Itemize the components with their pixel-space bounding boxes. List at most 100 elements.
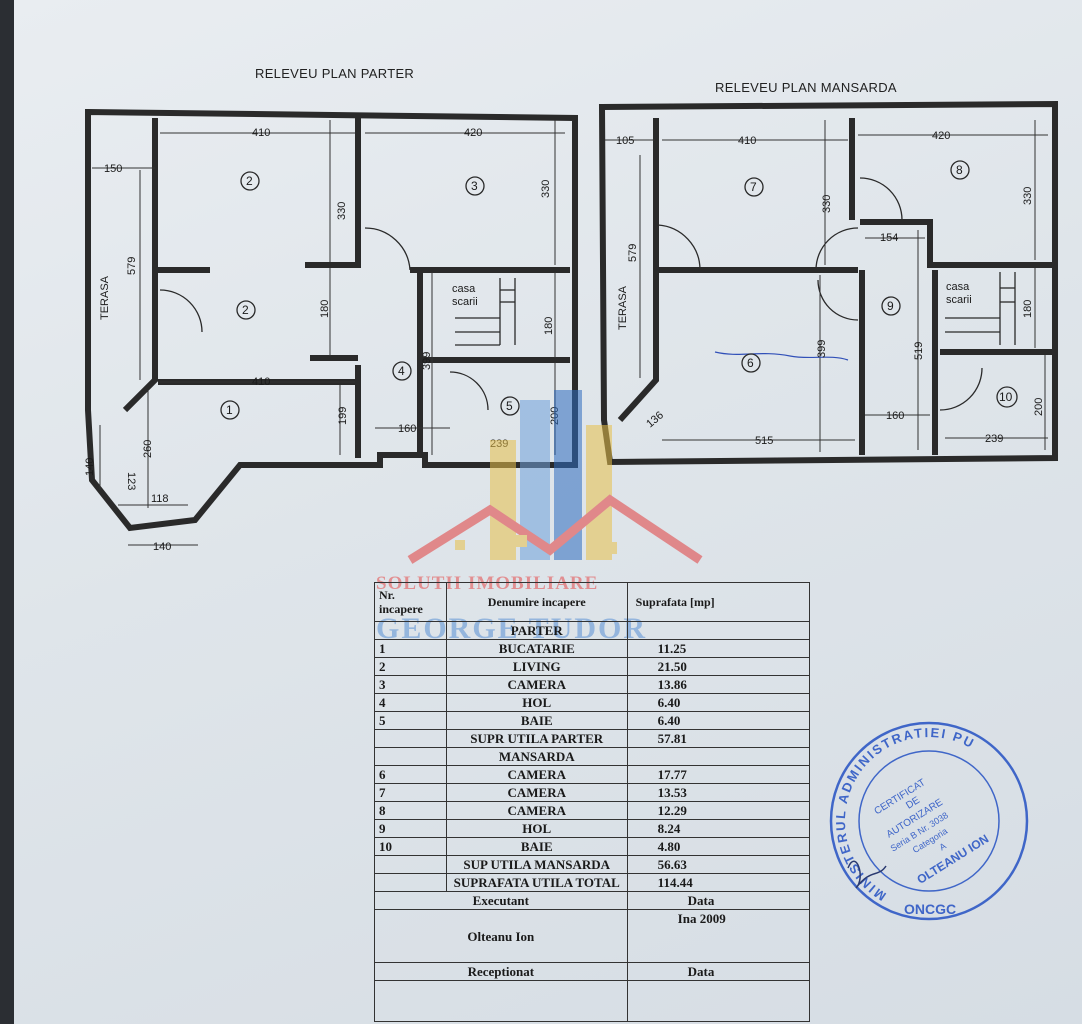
table-row-executant: Executant Data [374, 891, 811, 910]
mansarda-door-4 [817, 279, 859, 321]
room-number: 10 [999, 390, 1013, 404]
parter-wall-a [305, 118, 361, 268]
table-row-receptionat: Receptionat Data [374, 962, 811, 981]
dim-label: 410 [252, 127, 270, 139]
table-row: MANSARDA [374, 747, 811, 766]
dim-label: 420 [464, 127, 482, 139]
mansarda-wall-c [860, 219, 1052, 268]
mansarda-door-2 [815, 227, 859, 271]
dim-label: 160 [398, 423, 416, 435]
dim-label: 420 [932, 130, 950, 142]
room-name: CAMERA [445, 783, 628, 802]
room-name: BUCATARIE [445, 639, 628, 658]
room-name: MANSARDA [445, 747, 628, 766]
room-name: SUPR UTILA PARTER [445, 729, 628, 748]
dim-label: 330 [540, 180, 552, 198]
room-number: 3 [471, 179, 478, 193]
room-name: LIVING [445, 657, 628, 676]
dim-label: 515 [755, 435, 773, 447]
mansarda-plan-title: RELEVEU PLAN MANSARDA [715, 80, 897, 95]
room-area: 4.80 [626, 837, 811, 856]
dim-label: 154 [880, 232, 898, 244]
executant-name: Olteanu Ion [374, 909, 628, 963]
executant-date: Ina 2009 [626, 909, 811, 963]
room-area: 8.24 [626, 819, 811, 838]
room-name: BAIE [445, 711, 628, 730]
dim-label: 239 [985, 433, 1003, 445]
room-number: 7 [750, 180, 757, 194]
dim-label: 180 [543, 317, 555, 335]
parter-outer-wall [85, 108, 578, 532]
room-number: 1 [226, 403, 233, 417]
parter-stairs [455, 278, 516, 346]
dim-label: 260 [142, 440, 154, 458]
dim-label: 140 [84, 458, 96, 476]
parter-room-markers: 2 3 2 4 5 1 [220, 171, 520, 420]
room-number: 8 [956, 163, 963, 177]
header-incapere-text: incapere [379, 602, 423, 616]
room-area [626, 621, 811, 640]
room-name: HOL [445, 819, 628, 838]
row-number: 5 [374, 711, 447, 730]
dim-label: 579 [627, 244, 639, 262]
pen-scribble [714, 351, 849, 361]
room-name: CAMERA [445, 675, 628, 694]
dim-label: 410 [738, 135, 756, 147]
dim-label: 199 [337, 407, 349, 425]
parter-scarii-label: scarii [452, 296, 478, 308]
room-area: 56.63 [626, 855, 811, 874]
row-number [374, 855, 447, 874]
header-suprafata: Suprafata [mp] [626, 582, 811, 622]
mansarda-plan: TERASA casa scarii 7 8 9 6 10 105 410 42… [598, 100, 1058, 466]
row-number [374, 729, 447, 748]
mansarda-casa-label: casa [946, 281, 970, 293]
stamp-line6: A [937, 841, 947, 853]
dim-label: 330 [336, 202, 348, 220]
room-area: 57.81 [626, 729, 811, 748]
row-number: 3 [374, 675, 447, 694]
executant-data-label: Data [626, 891, 811, 910]
room-area: 114.44 [626, 873, 811, 892]
room-number: 2 [242, 303, 249, 317]
dim-label: 160 [886, 410, 904, 422]
dim-label: 105 [616, 135, 634, 147]
room-number: 9 [887, 299, 894, 313]
row-number: 10 [374, 837, 447, 856]
mansarda-room-markers: 7 8 9 6 10 [741, 160, 1018, 408]
room-area: 12.29 [626, 801, 811, 820]
dim-label: 180 [1022, 300, 1034, 318]
table-header: Nr. incapere Denumire incapere Suprafata… [374, 582, 811, 622]
row-number: 6 [374, 765, 447, 784]
room-number: 5 [506, 399, 513, 413]
receptionat-data-label: Data [626, 962, 811, 981]
room-area: 21.50 [626, 657, 811, 676]
parter-wall-terasa [122, 118, 158, 413]
table-row-executant-name: Olteanu Ion Ina 2009 [374, 909, 811, 963]
room-name: SUP UTILA MANSARDA [445, 855, 628, 874]
mansarda-wall-terasa [617, 118, 659, 423]
empty-cell [626, 980, 811, 1022]
mansarda-door-3 [859, 177, 903, 221]
row-number: 9 [374, 819, 447, 838]
dim-label: 519 [913, 342, 925, 360]
dim-label: 330 [821, 195, 833, 213]
parter-door-1 [364, 227, 411, 271]
room-area: 6.40 [626, 693, 811, 712]
parter-door-2 [159, 289, 203, 333]
room-area: 13.86 [626, 675, 811, 694]
official-stamp: MINISTERUL ADMINISTRATIEI PUBLICE ONCGC … [826, 718, 1029, 921]
room-number: 6 [747, 356, 754, 370]
parter-plan-title: RELEVEU PLAN PARTER [255, 66, 415, 81]
mansarda-terasa-label: TERASA [617, 285, 629, 330]
room-area-table: Nr. incapere Denumire incapere Suprafata… [374, 582, 811, 1022]
mansarda-dimensions: 105 410 420 330 330 579 154 180 399 519 … [616, 130, 1045, 447]
dim-label: 200 [549, 407, 561, 425]
